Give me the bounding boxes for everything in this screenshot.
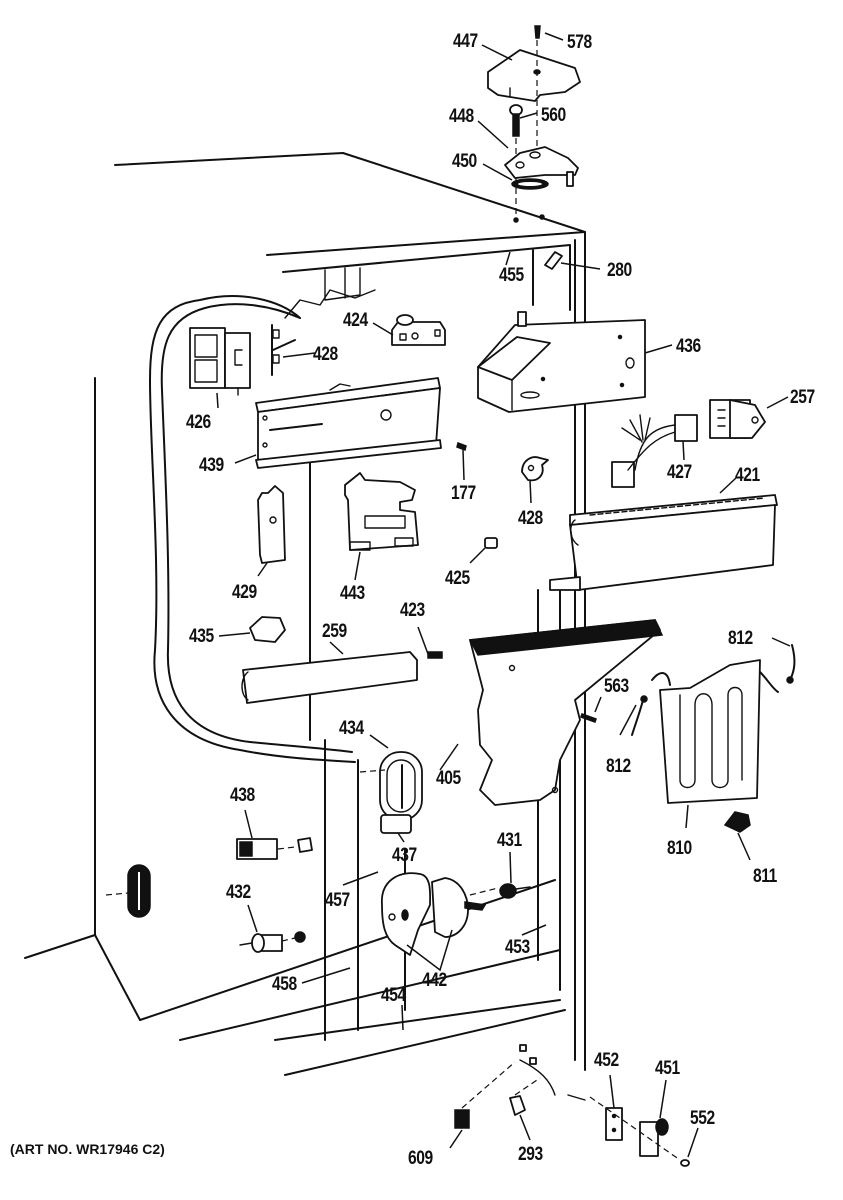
label-426: 426 [186, 412, 211, 433]
part-447-hinge-cover [487, 49, 581, 102]
label-451: 451 [655, 1058, 680, 1079]
part-429-bracket [257, 485, 286, 564]
wiring-harness [149, 289, 376, 763]
label-436: 436 [676, 336, 701, 357]
label-457: 457 [325, 890, 350, 911]
label-421: 421 [735, 465, 760, 486]
label-812-upper: 812 [728, 628, 753, 649]
label-455: 455 [499, 265, 524, 286]
part-560-bolt [509, 104, 523, 215]
part-609-connector [454, 1061, 516, 1129]
label-431: 431 [497, 830, 522, 851]
side-vent [105, 864, 151, 918]
label-293: 293 [518, 1144, 543, 1165]
label-447: 447 [453, 31, 478, 52]
label-439: 439 [199, 455, 224, 476]
part-177-screw [456, 442, 467, 451]
leader-lines [216, 32, 791, 1158]
label-438: 438 [230, 785, 255, 806]
label-448: 448 [449, 106, 474, 127]
part-812-tube-a [786, 644, 796, 684]
label-452: 452 [594, 1050, 619, 1071]
label-453: 453 [505, 937, 530, 958]
part-451-hinge [639, 1118, 669, 1157]
label-810: 810 [667, 838, 692, 859]
part-423-connector [427, 651, 443, 659]
label-443: 443 [340, 583, 365, 604]
part-405-air-duct [468, 619, 664, 806]
art-number-caption: (ART NO. WR17946 C2) [10, 1141, 165, 1157]
part-280 [544, 251, 563, 270]
part-432-bushing [239, 931, 306, 953]
part-452-shim [605, 1107, 623, 1141]
label-560: 560 [541, 105, 566, 126]
label-437: 437 [392, 845, 417, 866]
label-259: 259 [322, 621, 347, 642]
label-812-lower: 812 [606, 756, 631, 777]
part-424-relay [391, 314, 446, 346]
part-563-screw [580, 713, 597, 723]
part-428-cam [521, 456, 549, 482]
part-552-screw [589, 1096, 690, 1167]
label-454: 454 [381, 985, 406, 1006]
part-578-screw [534, 25, 541, 160]
part-436-housing [477, 311, 646, 413]
part-421-trough [549, 494, 778, 591]
label-609: 609 [408, 1148, 433, 1169]
label-257: 257 [790, 387, 815, 408]
part-428-bracket [271, 324, 296, 376]
part-425-pad [484, 537, 498, 549]
part-438-lamp-socket [236, 837, 313, 860]
part-812-tube-b [631, 695, 648, 736]
label-428-bracket: 428 [313, 344, 338, 365]
part-443-bracket [344, 472, 419, 551]
part-431-knob [499, 883, 531, 899]
part-434-grommet [359, 751, 423, 821]
part-435-clip [249, 616, 286, 643]
label-423: 423 [400, 600, 425, 621]
part-437-switch [380, 814, 412, 834]
part-257-timer [709, 399, 766, 439]
label-429: 429 [232, 582, 257, 603]
label-424: 424 [343, 310, 368, 331]
label-450: 450 [452, 151, 477, 172]
label-177: 177 [451, 483, 476, 504]
label-428-cam: 428 [518, 508, 543, 529]
part-427-harness [611, 414, 698, 488]
label-458: 458 [272, 974, 297, 995]
part-293-clip [509, 1077, 541, 1116]
part-259-channel [241, 651, 418, 704]
label-578: 578 [567, 32, 592, 53]
label-405: 405 [436, 768, 461, 789]
part-442-damper [381, 872, 499, 956]
part-439-channel [255, 377, 442, 469]
part-426-switch [189, 327, 251, 396]
label-442: 442 [422, 970, 447, 991]
label-552: 552 [690, 1108, 715, 1129]
part-811-clip [723, 811, 751, 833]
part-448-hinge [504, 146, 579, 187]
label-280: 280 [607, 260, 632, 281]
part-450-shim [511, 178, 549, 190]
label-432: 432 [226, 882, 251, 903]
part-810-defrost-heater [651, 659, 779, 804]
label-563: 563 [604, 676, 629, 697]
label-434: 434 [339, 718, 364, 739]
label-435: 435 [189, 626, 214, 647]
label-427: 427 [667, 462, 692, 483]
label-811: 811 [753, 866, 777, 887]
label-425: 425 [445, 568, 470, 589]
